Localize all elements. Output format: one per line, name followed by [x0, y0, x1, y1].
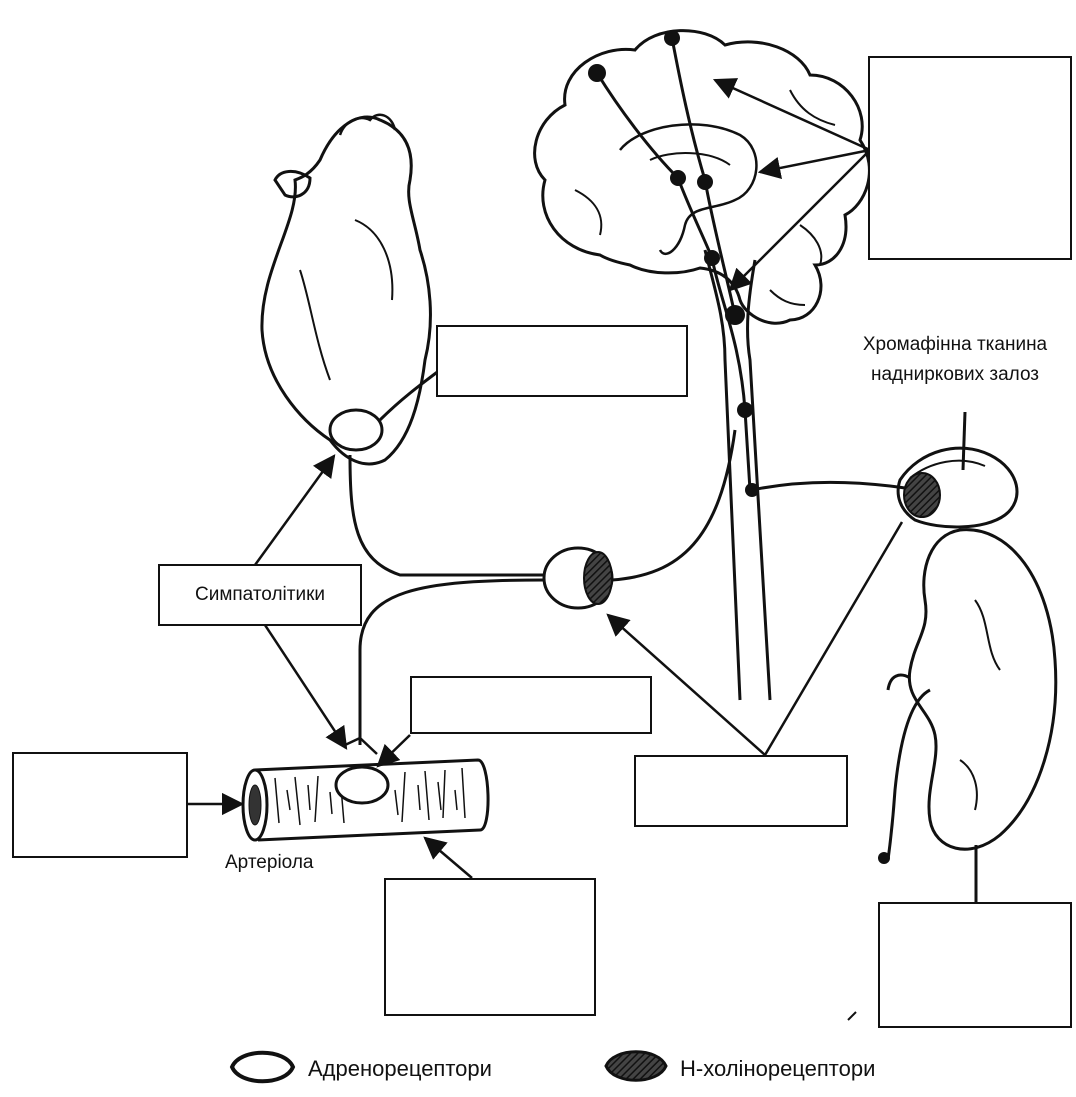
legend-cholino-symbol — [606, 1052, 666, 1081]
legend-adreno-symbol — [232, 1053, 293, 1082]
adrenal-n-cholinoreceptor — [904, 473, 940, 517]
stray-mark — [848, 1012, 856, 1020]
ganglion-drug-box[interactable] — [634, 755, 848, 827]
chromaffin-label-line2: надниркових залоз — [830, 360, 1076, 390]
kidney-illustration — [888, 530, 1056, 860]
chromaffin-label: Хромафінна тканина надниркових залоз — [830, 330, 1076, 390]
heart-adrenoreceptor — [330, 410, 382, 450]
arteriole-left-drug-box[interactable] — [12, 752, 188, 858]
chromaffin-pointer — [963, 412, 965, 470]
arteriole-label: Артеріола — [225, 852, 313, 874]
heart-box-connector — [380, 370, 440, 420]
ureter-end — [878, 852, 890, 864]
brain-drug-box[interactable] — [868, 56, 1072, 260]
sympatholytics-label-box: Симпатолітики — [158, 564, 362, 626]
legend-cholino-label: Н-холінорецептори — [680, 1056, 875, 1082]
ganglion-n-cholinoreceptor — [584, 552, 612, 604]
kidney-drug-box[interactable] — [878, 902, 1072, 1028]
arteriole-receptor-box[interactable] — [410, 676, 652, 734]
heart-drug-box[interactable] — [436, 325, 688, 397]
arteriole-bottom-drug-box[interactable] — [384, 878, 596, 1016]
sympatholytics-label: Симпатолітики — [195, 584, 325, 606]
arteriole-adrenoreceptor — [336, 767, 388, 803]
legend-adreno-label: Адренорецептори — [308, 1056, 492, 1082]
chromaffin-label-line1: Хромафінна тканина — [830, 330, 1076, 360]
arteriole-synapse — [345, 738, 377, 754]
